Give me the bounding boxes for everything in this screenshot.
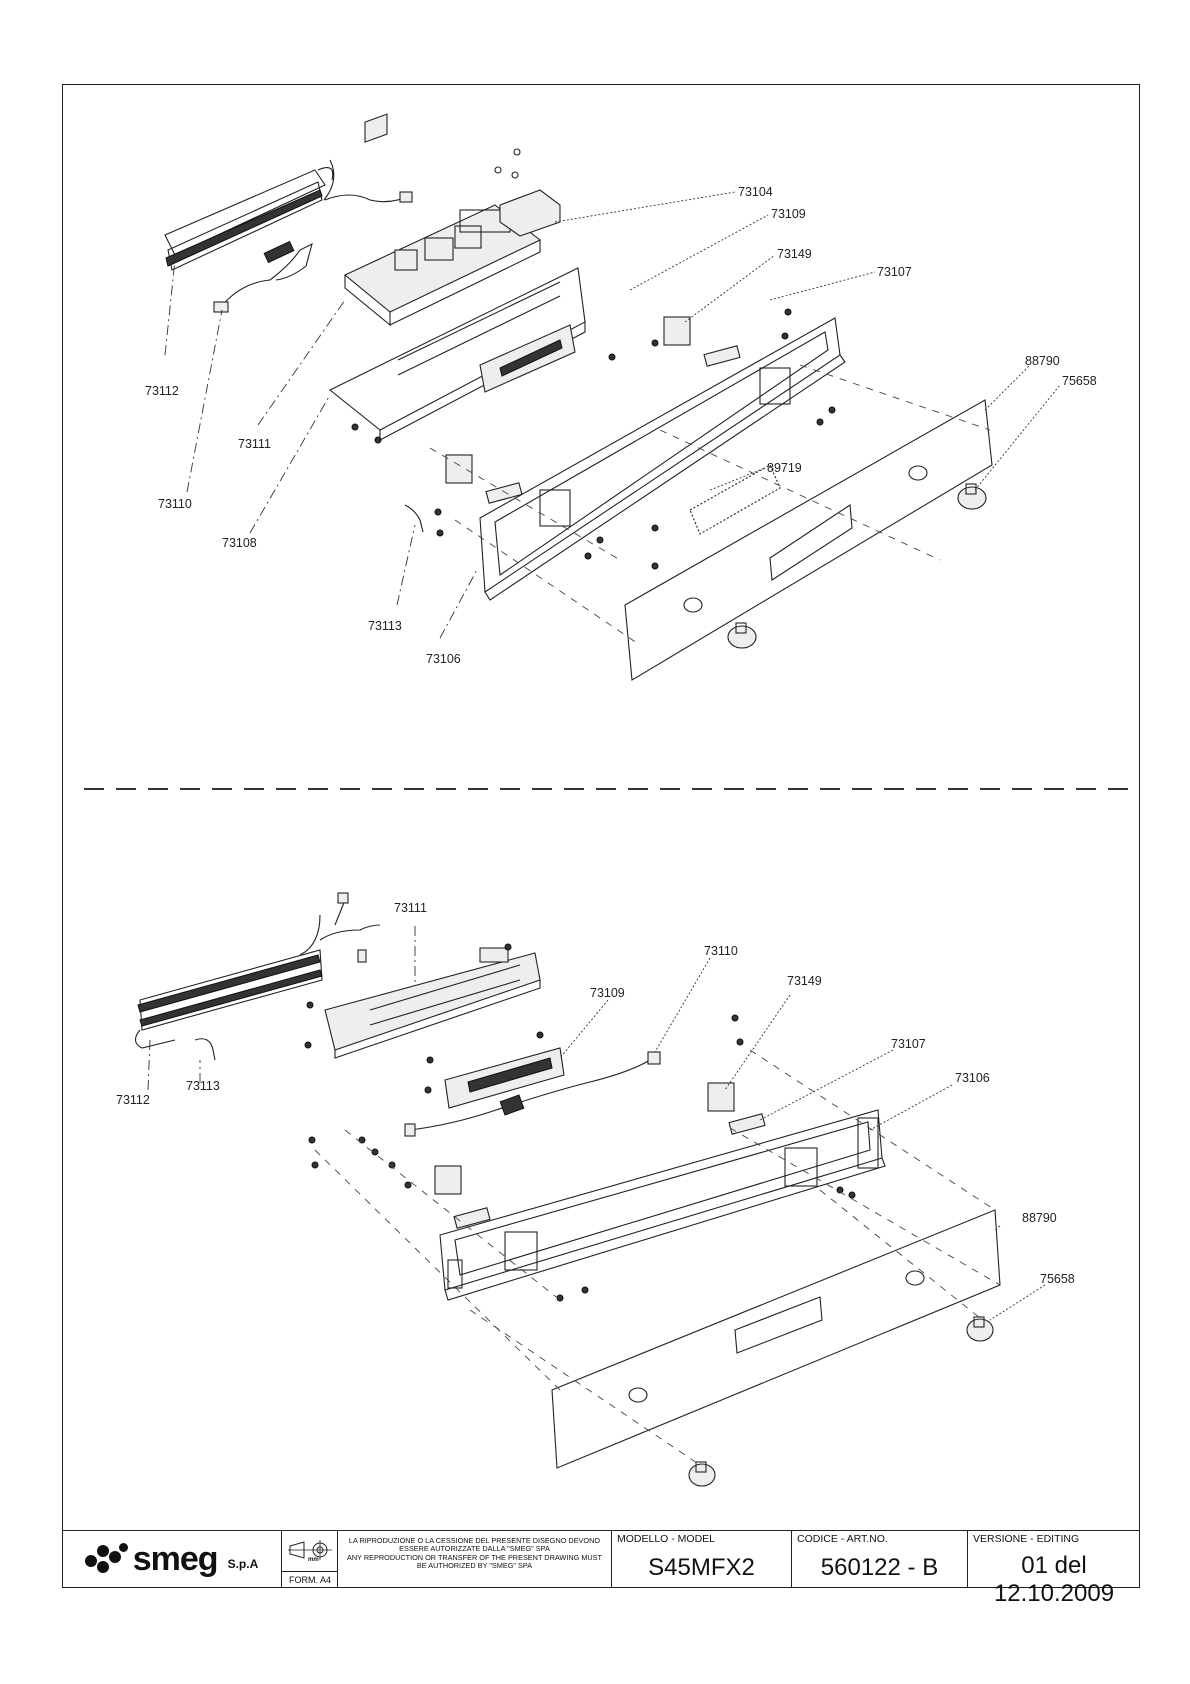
lower-label-73109: 73109 [590,986,625,1000]
upper-display-board [479,324,576,393]
upper-exploded-view: 73104 73109 73149 73107 88790 75658 7311… [145,113,1097,681]
upper-glass-panel [624,399,993,681]
upper-wiring-harness [219,242,313,309]
form-size: FORM. A4 [282,1571,338,1588]
upper-screws [351,308,836,570]
lower-front-frame [439,1109,886,1301]
lower-heating-element [134,892,381,1049]
notice-italian: LA RIPRODUZIONE O LA CESSIONE DEL PRESEN… [348,1536,601,1554]
code-field: CODICE - ART.NO. 560122 - B [792,1530,968,1588]
upper-label-73109: 73109 [771,207,806,221]
lower-display-board [444,1047,565,1109]
model-caption: MODELLO - MODEL [617,1533,716,1545]
lower-knob-left [688,1461,716,1487]
lower-sensor [194,1038,216,1061]
lower-label-73106: 73106 [955,1071,990,1085]
brand-suffix: S.p.A [227,1557,259,1571]
lower-exploded-view: 73111 73110 73109 73149 73107 73106 8879… [116,892,1075,1487]
upper-label-73111: 73111 [238,437,271,451]
version-field: VERSIONE - EDITING 01 del 12.10.2009 [968,1530,1140,1607]
upper-sensor [404,504,424,533]
upper-label-73110: 73110 [158,497,192,511]
version-value: 01 del 12.10.2009 [993,1552,1115,1607]
upper-knob-left [727,622,757,649]
upper-label-75658: 75658 [1062,374,1097,388]
upper-label-73108: 73108 [222,536,257,550]
lower-label-73149: 73149 [787,974,822,988]
lower-screws [304,943,856,1302]
title-block: smeg S.p.A mm FORM. A4 LA RIPRODUZIONE O… [62,1530,1140,1607]
upper-power-board [343,113,542,327]
lower-switch-right [707,1082,766,1135]
lower-label-73113: 73113 [186,1079,220,1093]
upper-bracket-73104 [499,189,561,237]
code-value: 560122 - B [820,1554,939,1581]
lower-glass-panel [551,1209,1001,1469]
notice-english: ANY REPRODUCTION OR TRANSFER OF THE PRES… [346,1552,602,1571]
lower-label-73107: 73107 [891,1037,926,1051]
model-value: S45MFX2 [648,1554,755,1581]
unit-label: mm [308,1557,319,1563]
upper-label-73106: 73106 [426,652,461,666]
lower-wiring-harness [404,1051,661,1137]
upper-knob-right [957,483,987,510]
smeg-logo-dots [84,1541,131,1577]
lower-label-88790: 88790 [1022,1211,1057,1225]
lower-leader-lines [147,926,1046,1466]
lower-label-73110: 73110 [704,944,738,958]
drawing-frame [62,84,1140,1588]
lower-label-73111: 73111 [394,901,427,915]
upper-label-88790: 88790 [1025,354,1060,368]
version-caption: VERSIONE - EDITING [973,1533,1080,1545]
upper-control-plate [328,267,586,441]
lower-knob-right [966,1316,994,1342]
model-field: MODELLO - MODEL S45MFX2 [612,1530,792,1588]
brand-name: smeg [132,1540,219,1578]
upper-label-73104: 73104 [738,185,773,199]
upper-switch-right [663,316,741,367]
lower-switch-left [434,1165,491,1229]
lower-label-75658: 75658 [1040,1272,1075,1286]
upper-label-73112: 73112 [145,384,179,398]
lower-label-73112: 73112 [116,1093,150,1107]
upper-switch-left [445,454,523,504]
upper-label-73149: 73149 [777,247,812,261]
code-caption: CODICE - ART.NO. [797,1533,888,1545]
projection-symbol-icon [288,1540,332,1560]
lower-power-board [324,947,541,1059]
upper-leader-lines [164,191,1061,646]
upper-front-frame [479,317,846,601]
upper-label-73107: 73107 [877,265,912,279]
upper-heating-element [164,159,413,271]
copyright-notice: LA RIPRODUZIONE O LA CESSIONE DEL PRESEN… [338,1530,612,1588]
projection-symbol-cell: mm FORM. A4 [282,1530,338,1588]
smeg-logo: smeg S.p.A [62,1530,282,1588]
upper-label-73113: 73113 [368,619,402,633]
upper-label-89719: 89719 [767,461,802,475]
